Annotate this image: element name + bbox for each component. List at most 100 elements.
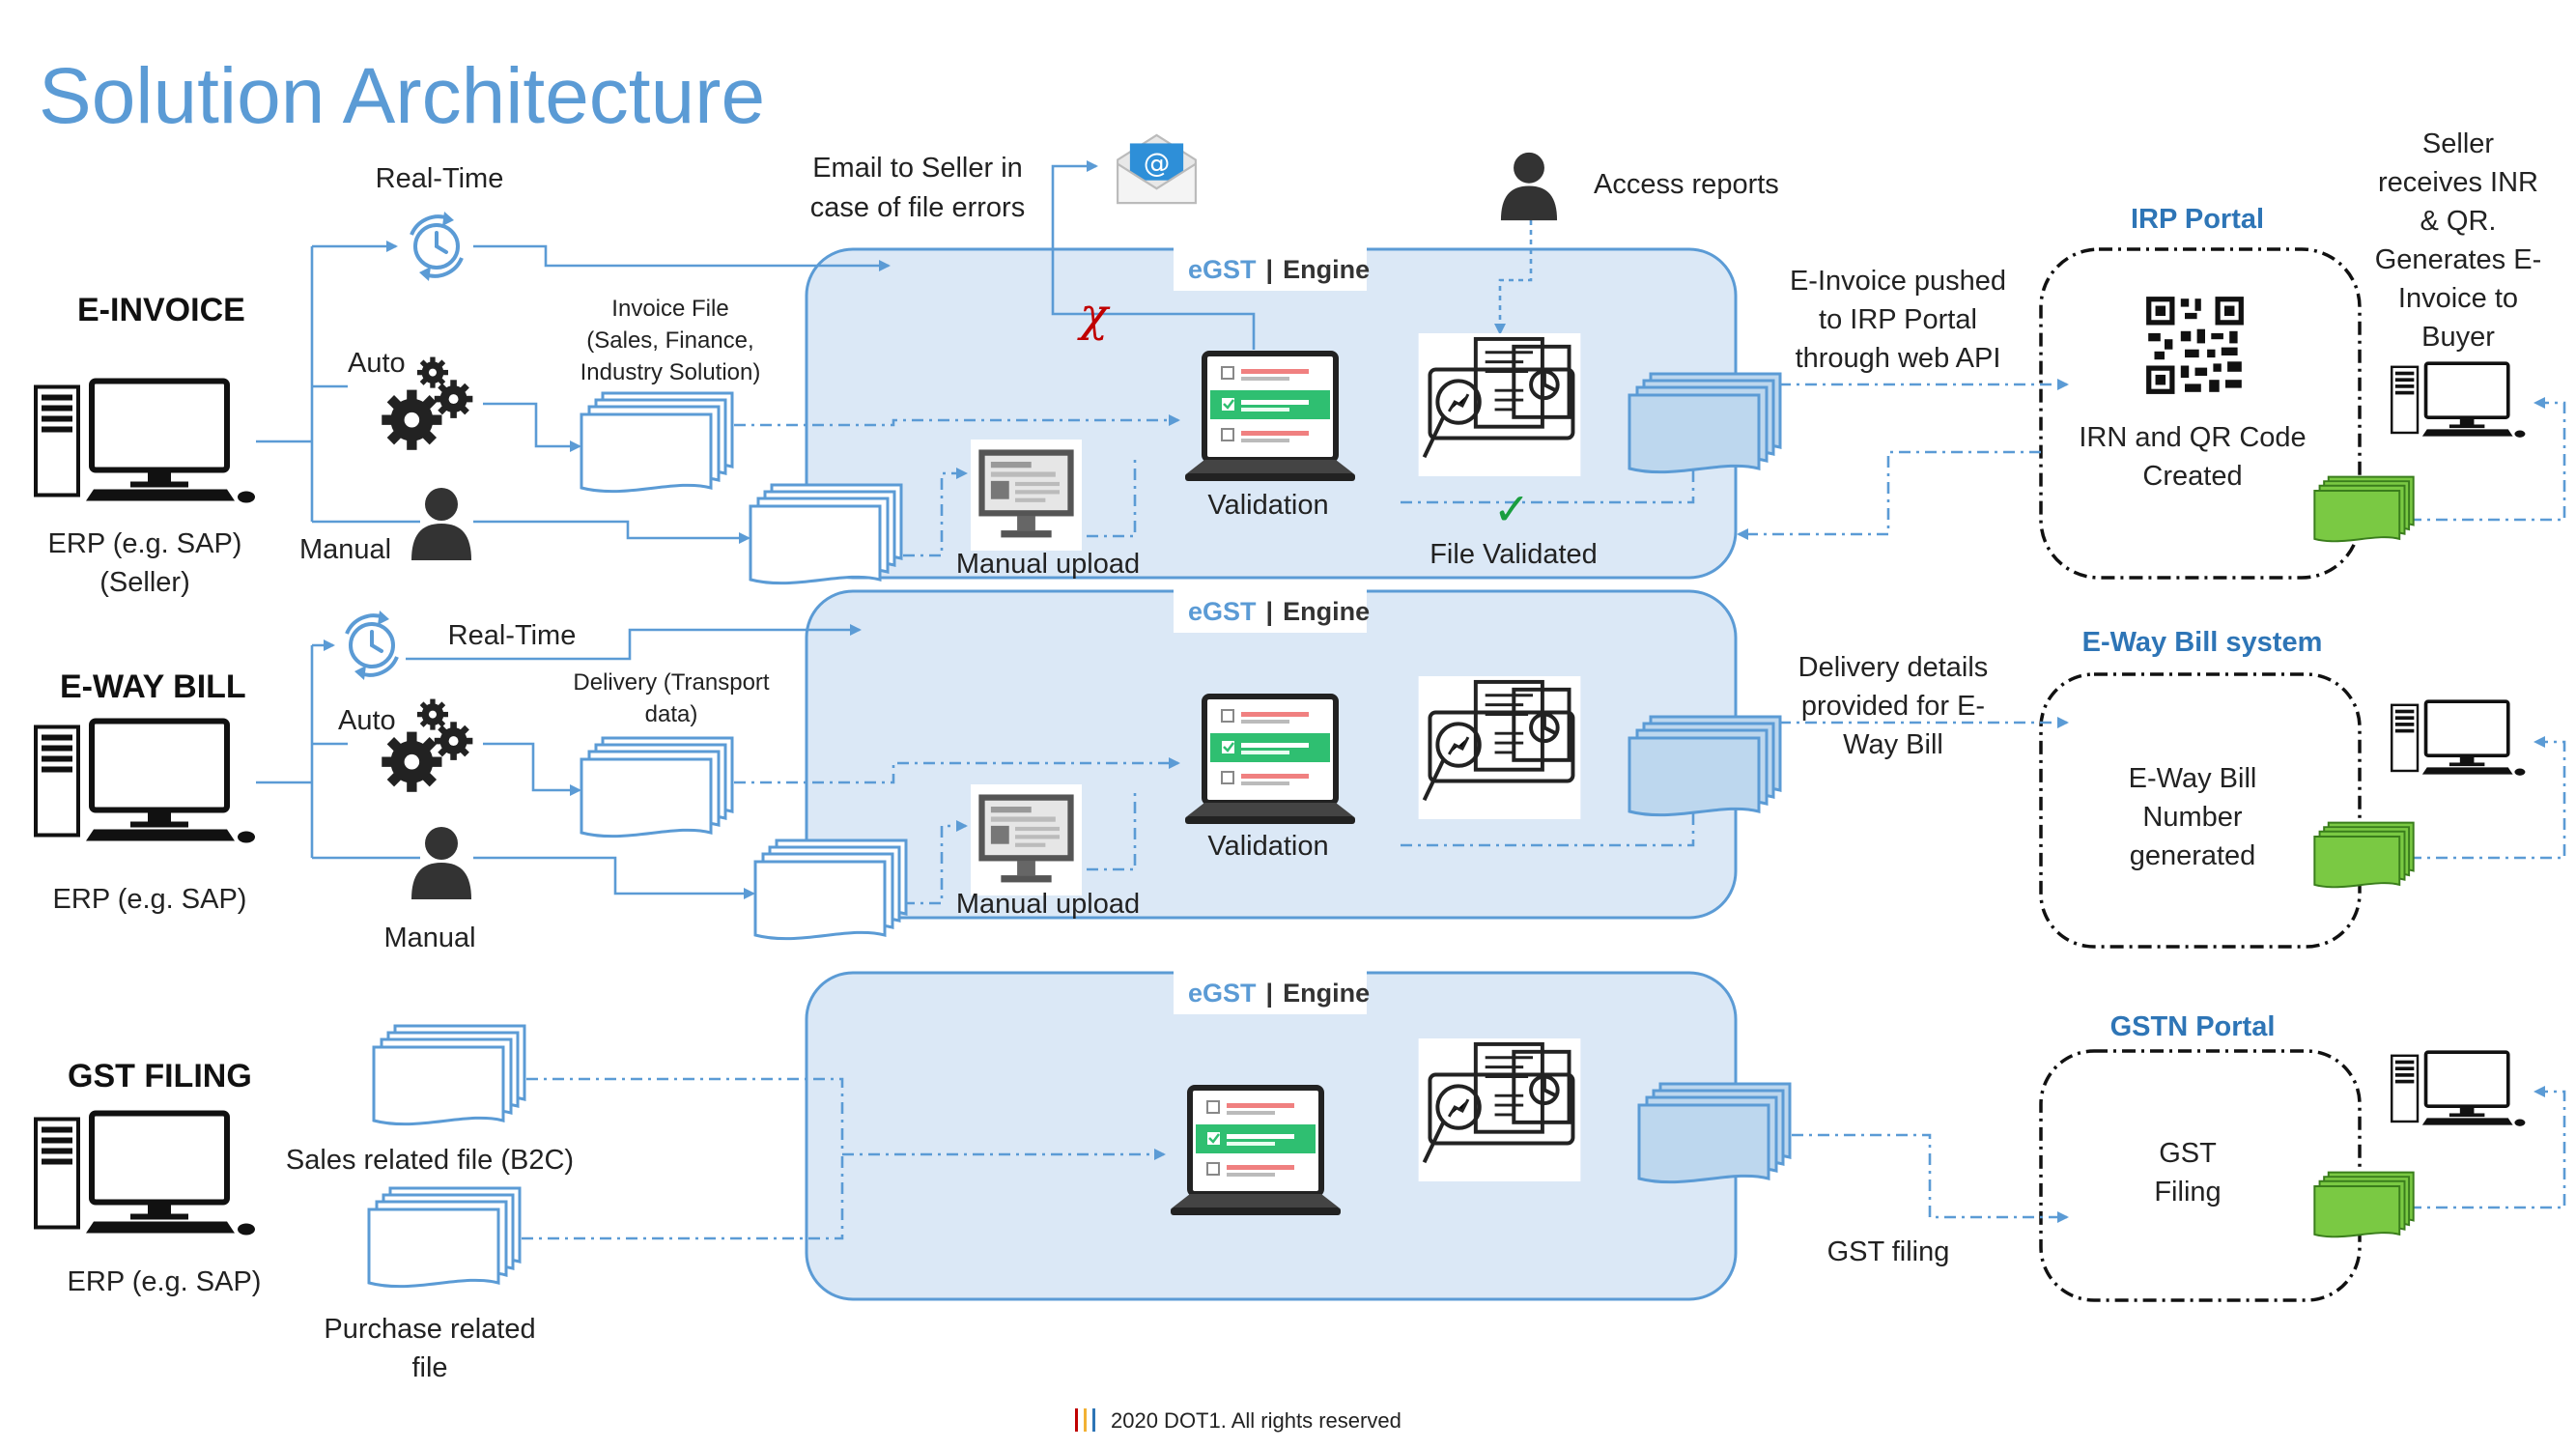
engine-badge-einvoice: eGST | Engine	[1174, 246, 1370, 291]
report-magnifier-icon	[1419, 676, 1581, 819]
ewaybill-manual-upload-label: Manual upload	[956, 889, 1140, 920]
irp-portal-text-line1: IRN and QR Code	[2079, 422, 2306, 453]
footer-bar-red	[1075, 1408, 1078, 1432]
seller-note-line6: Buyer	[2421, 322, 2495, 353]
invoice-file-label-line2: (Sales, Finance,	[586, 327, 753, 354]
clock-icon	[345, 609, 399, 682]
validation-laptop-checklist-icon	[1185, 696, 1355, 824]
gst-filing-arrow-label: GST filing	[1827, 1236, 1950, 1267]
engine-badge-separator: |	[1266, 979, 1274, 1008]
erp-gst-label: ERP (e.g. SAP)	[68, 1266, 262, 1297]
gst-output-document-stack-icon	[1637, 1082, 1792, 1184]
engine-badge-name: Engine	[1283, 979, 1370, 1008]
erp-ewaybill-computer-icon	[36, 722, 255, 843]
gstn-portal-text-line1: GST	[2159, 1138, 2217, 1169]
ewaybill-system-text-line3: generated	[2130, 840, 2256, 871]
einvoice-validation-label: Validation	[1207, 490, 1328, 521]
validation-laptop-checklist-icon	[1171, 1088, 1341, 1215]
person-icon	[411, 827, 471, 899]
invoice-file-label-line1: Invoice File	[611, 296, 728, 322]
engine-badge-brand: eGST	[1188, 979, 1257, 1008]
gstn-portal-title: GSTN Portal	[2110, 1011, 2276, 1042]
access-reports-person-icon	[1500, 152, 1558, 221]
engine-badge-name: Engine	[1283, 255, 1370, 284]
manual-document-stack-icon	[753, 838, 908, 941]
svg-text:eGST|Engine: eGST | Engine	[1188, 255, 1370, 284]
engine-badge-brand: eGST	[1188, 597, 1257, 626]
engine-badge-name: Engine	[1283, 597, 1370, 626]
invoice-file-document-stack-icon	[580, 391, 734, 494]
footer: 2020 DOT1. All rights reserved	[1075, 1408, 1401, 1433]
pushed-note-line3: through web API	[1796, 343, 2001, 374]
delivery-file-label-line1: Delivery (Transport	[573, 669, 769, 696]
delivery-file-label-line2: data)	[645, 701, 698, 727]
ewaybill-green-document-stack-icon	[2313, 821, 2415, 889]
svg-text:eGST|Engine: eGST | Engine	[1188, 597, 1370, 626]
sales-file-document-stack-icon	[372, 1024, 526, 1126]
engine-badge-brand: eGST	[1188, 255, 1257, 284]
delivery-file-document-stack-icon	[580, 736, 734, 838]
engine-badge-separator: |	[1266, 597, 1274, 626]
einvoice-heading: E-INVOICE	[77, 292, 245, 328]
einvoice-connectors	[256, 160, 2566, 557]
page-title: Solution Architecture	[39, 52, 765, 140]
invoice-file-label-line3: Industry Solution)	[580, 359, 761, 385]
ewaybill-realtime-label: Real-Time	[448, 620, 577, 651]
clock-icon	[410, 210, 464, 283]
seller-note-line1: Seller	[2422, 128, 2494, 159]
erp-seller-label-line1: ERP (e.g. SAP)	[48, 528, 242, 559]
purchase-file-label-line1: Purchase related	[324, 1314, 535, 1345]
footer-bar-yellow	[1084, 1408, 1087, 1432]
gstn-portal-box	[2039, 1049, 2362, 1302]
report-magnifier-icon	[1419, 333, 1581, 476]
gstfiling-heading: GST FILING	[68, 1058, 252, 1094]
ewaybill-auto-label: Auto	[338, 705, 396, 736]
purchase-file-label-line2: file	[411, 1352, 447, 1383]
gst-receiver-computer-icon	[2391, 1050, 2526, 1128]
einvoice-manual-label: Manual	[299, 534, 391, 565]
ewaybill-receiver-computer-icon	[2391, 699, 2526, 778]
einvoice-output-document-stack-icon	[1628, 372, 1782, 474]
ewaybill-system-title: E-Way Bill system	[2082, 627, 2323, 658]
manual-upload-monitor-icon	[971, 784, 1082, 895]
pushed-note-line1: E-Invoice pushed	[1790, 266, 2006, 297]
ewaybill-manual-label: Manual	[383, 923, 475, 953]
seller-note-line3: & QR.	[2420, 206, 2497, 237]
purchase-file-document-stack-icon	[367, 1186, 522, 1289]
svg-text:eGST|Engine: eGST | Engine	[1188, 979, 1370, 1008]
person-icon	[411, 488, 471, 560]
checkmark-icon: ✓	[1493, 483, 1531, 535]
seller-note-line4: Generates E-	[2375, 244, 2541, 275]
einvoice-manual-upload-label: Manual upload	[956, 549, 1140, 580]
ewaybill-connectors	[256, 624, 2566, 905]
delivery-details-line1: Delivery details	[1798, 652, 1989, 683]
footer-bar-blue	[1092, 1408, 1095, 1432]
ewaybill-heading: E-WAY BILL	[60, 668, 246, 705]
manual-document-stack-icon	[749, 483, 903, 585]
irp-portal-title: IRP Portal	[2131, 204, 2264, 235]
irp-portal-box	[2039, 247, 2362, 580]
erp-seller-computer-icon	[36, 382, 255, 503]
manual-upload-monitor-icon	[971, 440, 1082, 551]
ewaybill-system-text-line1: E-Way Bill	[2129, 763, 2257, 794]
error-cross-icon: χ	[1077, 288, 1111, 342]
irp-portal-text-line2: Created	[2142, 461, 2242, 492]
validation-laptop-checklist-icon	[1185, 354, 1355, 481]
qr-code-icon	[2144, 295, 2246, 396]
ewaybill-output-document-stack-icon	[1628, 715, 1782, 817]
ewaybill-system-text-line2: Number	[2142, 802, 2242, 833]
erp-seller-label-line2: (Seller)	[99, 567, 189, 598]
pushed-note-line2: to IRP Portal	[1819, 304, 1977, 335]
seller-note-line5: Invoice to	[2398, 283, 2518, 314]
ewaybill-validation-label: Validation	[1207, 831, 1328, 862]
email-note-line2: case of file errors	[810, 192, 1025, 223]
erp-ewaybill-label: ERP (e.g. SAP)	[53, 884, 247, 915]
gstn-portal-text-line2: Filing	[2154, 1177, 2221, 1208]
report-magnifier-icon	[1419, 1038, 1581, 1181]
einvoice-realtime-label: Real-Time	[376, 163, 504, 194]
access-reports-label: Access reports	[1594, 169, 1779, 200]
gstfiling-connectors	[522, 1077, 2566, 1240]
gst-green-document-stack-icon	[2313, 1171, 2415, 1238]
engine-badge-separator: |	[1266, 255, 1274, 284]
